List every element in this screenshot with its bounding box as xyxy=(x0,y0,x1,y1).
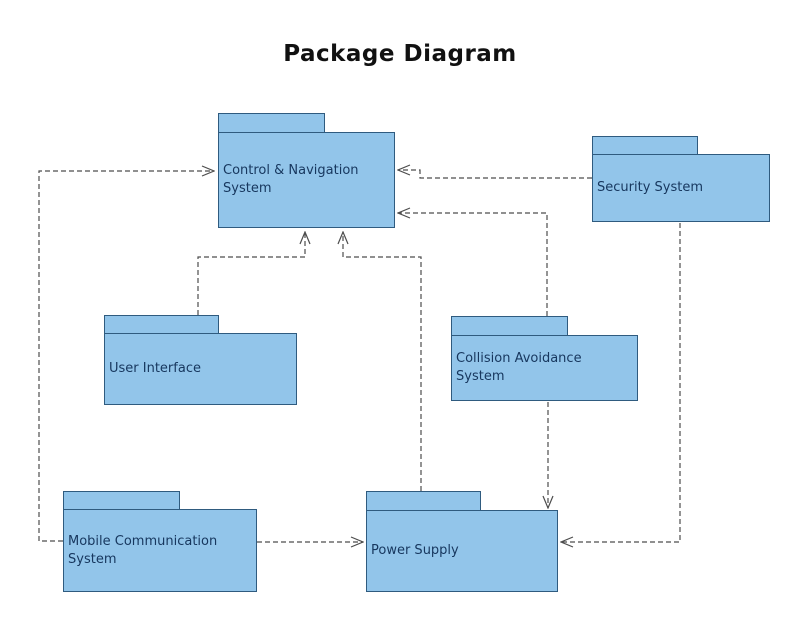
connector-security-to-power-supply xyxy=(561,223,681,542)
package-security-system[interactable]: Security System xyxy=(592,136,770,222)
connector-security-to-control-navigation xyxy=(398,170,592,179)
package-body: Mobile Communication System xyxy=(63,509,257,592)
package-body: Control & Navigation System xyxy=(218,132,395,228)
connector-user-interface-to-control-navigation xyxy=(197,232,305,315)
package-body: User Interface xyxy=(104,333,297,405)
package-label: User Interface xyxy=(109,361,201,377)
connector-collision-avoidance-to-control-navigation xyxy=(398,213,548,316)
package-control-navigation-system[interactable]: Control & Navigation System xyxy=(218,113,395,228)
package-tab xyxy=(104,315,219,334)
package-mobile-communication-system[interactable]: Mobile Communication System xyxy=(63,491,257,592)
package-collision-avoidance-system[interactable]: Collision Avoidance System xyxy=(451,316,638,401)
package-body: Security System xyxy=(592,154,770,222)
package-user-interface[interactable]: User Interface xyxy=(104,315,297,405)
package-label: Power Supply xyxy=(371,543,459,559)
package-label: Collision Avoidance System xyxy=(456,351,582,384)
package-body: Collision Avoidance System xyxy=(451,335,638,401)
package-power-supply[interactable]: Power Supply xyxy=(366,491,558,592)
package-tab xyxy=(366,491,481,511)
package-label: Mobile Communication System xyxy=(68,533,218,567)
package-tab xyxy=(451,316,568,336)
package-tab xyxy=(63,491,180,510)
package-label: Control & Navigation System xyxy=(223,163,359,196)
diagram-title: Package Diagram xyxy=(283,41,517,67)
connector-power-supply-to-control-navigation xyxy=(343,232,422,491)
package-label: Security System xyxy=(597,180,703,196)
package-tab xyxy=(592,136,698,155)
package-tab xyxy=(218,113,325,133)
package-body: Power Supply xyxy=(366,510,558,592)
connector-mobile-communication-to-control-navigation xyxy=(38,171,214,542)
